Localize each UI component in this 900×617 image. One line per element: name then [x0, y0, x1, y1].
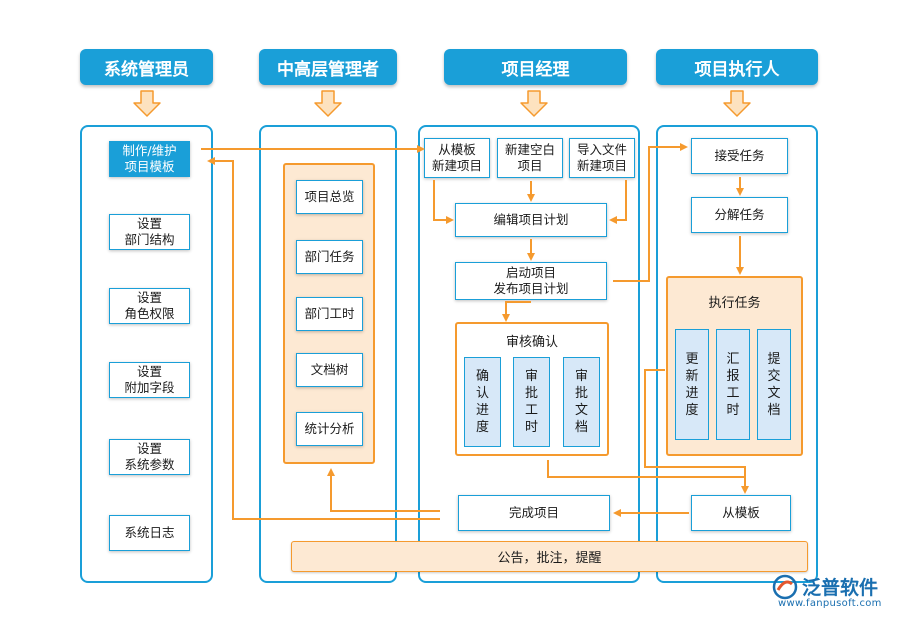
arrow-execute-to-review	[644, 369, 749, 494]
admin-role-permission-box[interactable]: 设置 角色权限	[109, 288, 190, 324]
brand-logo: 泛普软件 www.fanpusoft.com	[770, 572, 894, 612]
admin-dept-structure-box[interactable]: 设置 部门结构	[109, 214, 190, 250]
pm-new-blank-box[interactable]: 新建空白 项目	[497, 138, 563, 178]
bottom-notice-bar[interactable]: 公告，批注，提醒	[291, 541, 808, 572]
admin-extra-fields-box[interactable]: 设置 附加字段	[109, 362, 190, 398]
exec-update-progress-box[interactable]: 更 新 进 度	[675, 329, 709, 440]
logo-url: www.fanpusoft.com	[778, 598, 882, 609]
bottom-notice-text: 公告，批注，提醒	[497, 551, 602, 566]
column-admin	[80, 125, 213, 583]
manager-dept-hours-box[interactable]: 部门工时	[296, 297, 363, 331]
exec-decompose-task-box[interactable]: 分解任务	[691, 197, 788, 233]
header-executor: 项目执行人	[656, 49, 818, 85]
arrow-start-to-accept	[613, 143, 688, 282]
pm-complete-project-box[interactable]: 完成项目	[458, 495, 610, 531]
arrow-start-to-review	[502, 301, 531, 322]
pm-edit-plan-box[interactable]: 编辑项目计划	[455, 203, 607, 237]
down-arrow-admin	[133, 90, 161, 117]
arrow-review-to-exec-template	[547, 460, 745, 478]
exec-accept-task-box[interactable]: 接受任务	[691, 138, 788, 174]
down-arrow-pm	[520, 90, 548, 117]
manager-stats-box[interactable]: 统计分析	[296, 412, 363, 446]
exec-from-template-box[interactable]: 从模板	[691, 495, 791, 531]
exec-report-hours-box[interactable]: 汇 报 工 时	[716, 329, 750, 440]
arrow-complete-to-admin	[207, 157, 440, 520]
header-admin: 系统管理员	[80, 49, 213, 85]
down-arrow-executor	[723, 90, 751, 117]
arrow-from-template-to-edit	[433, 180, 454, 224]
pm-approve-docs-box[interactable]: 审 批 文 档	[563, 357, 600, 447]
pm-import-file-box[interactable]: 导入文件 新建项目	[569, 138, 635, 178]
logo-name: 泛普软件	[802, 577, 879, 599]
manager-overview-box[interactable]: 项目总览	[296, 180, 363, 214]
down-arrow-manager	[314, 90, 342, 117]
manager-doc-tree-box[interactable]: 文档树	[296, 353, 363, 387]
header-project-manager: 项目经理	[444, 49, 627, 85]
arrow-complete-to-manager	[327, 468, 440, 512]
exec-execute-title: 执行任务	[708, 296, 761, 311]
admin-system-params-box[interactable]: 设置 系统参数	[109, 439, 190, 475]
header-manager: 中高层管理者	[259, 49, 397, 85]
pm-from-template-box[interactable]: 从模板 新建项目	[424, 138, 490, 178]
pm-confirm-progress-box[interactable]: 确 认 进 度	[464, 357, 501, 447]
pm-review-title: 审核确认	[505, 335, 558, 350]
admin-system-log-box[interactable]: 系统日志	[109, 515, 190, 551]
pm-start-project-box[interactable]: 启动项目 发布项目计划	[455, 262, 607, 300]
logo-icon	[772, 574, 798, 600]
manager-dept-task-box[interactable]: 部门任务	[296, 240, 363, 274]
arrow-import-to-edit	[609, 180, 627, 224]
pm-approve-hours-box[interactable]: 审 批 工 时	[513, 357, 550, 447]
admin-template-box[interactable]: 制作/维护 项目模板	[109, 141, 190, 177]
exec-submit-docs-box[interactable]: 提 交 文 档	[757, 329, 791, 440]
